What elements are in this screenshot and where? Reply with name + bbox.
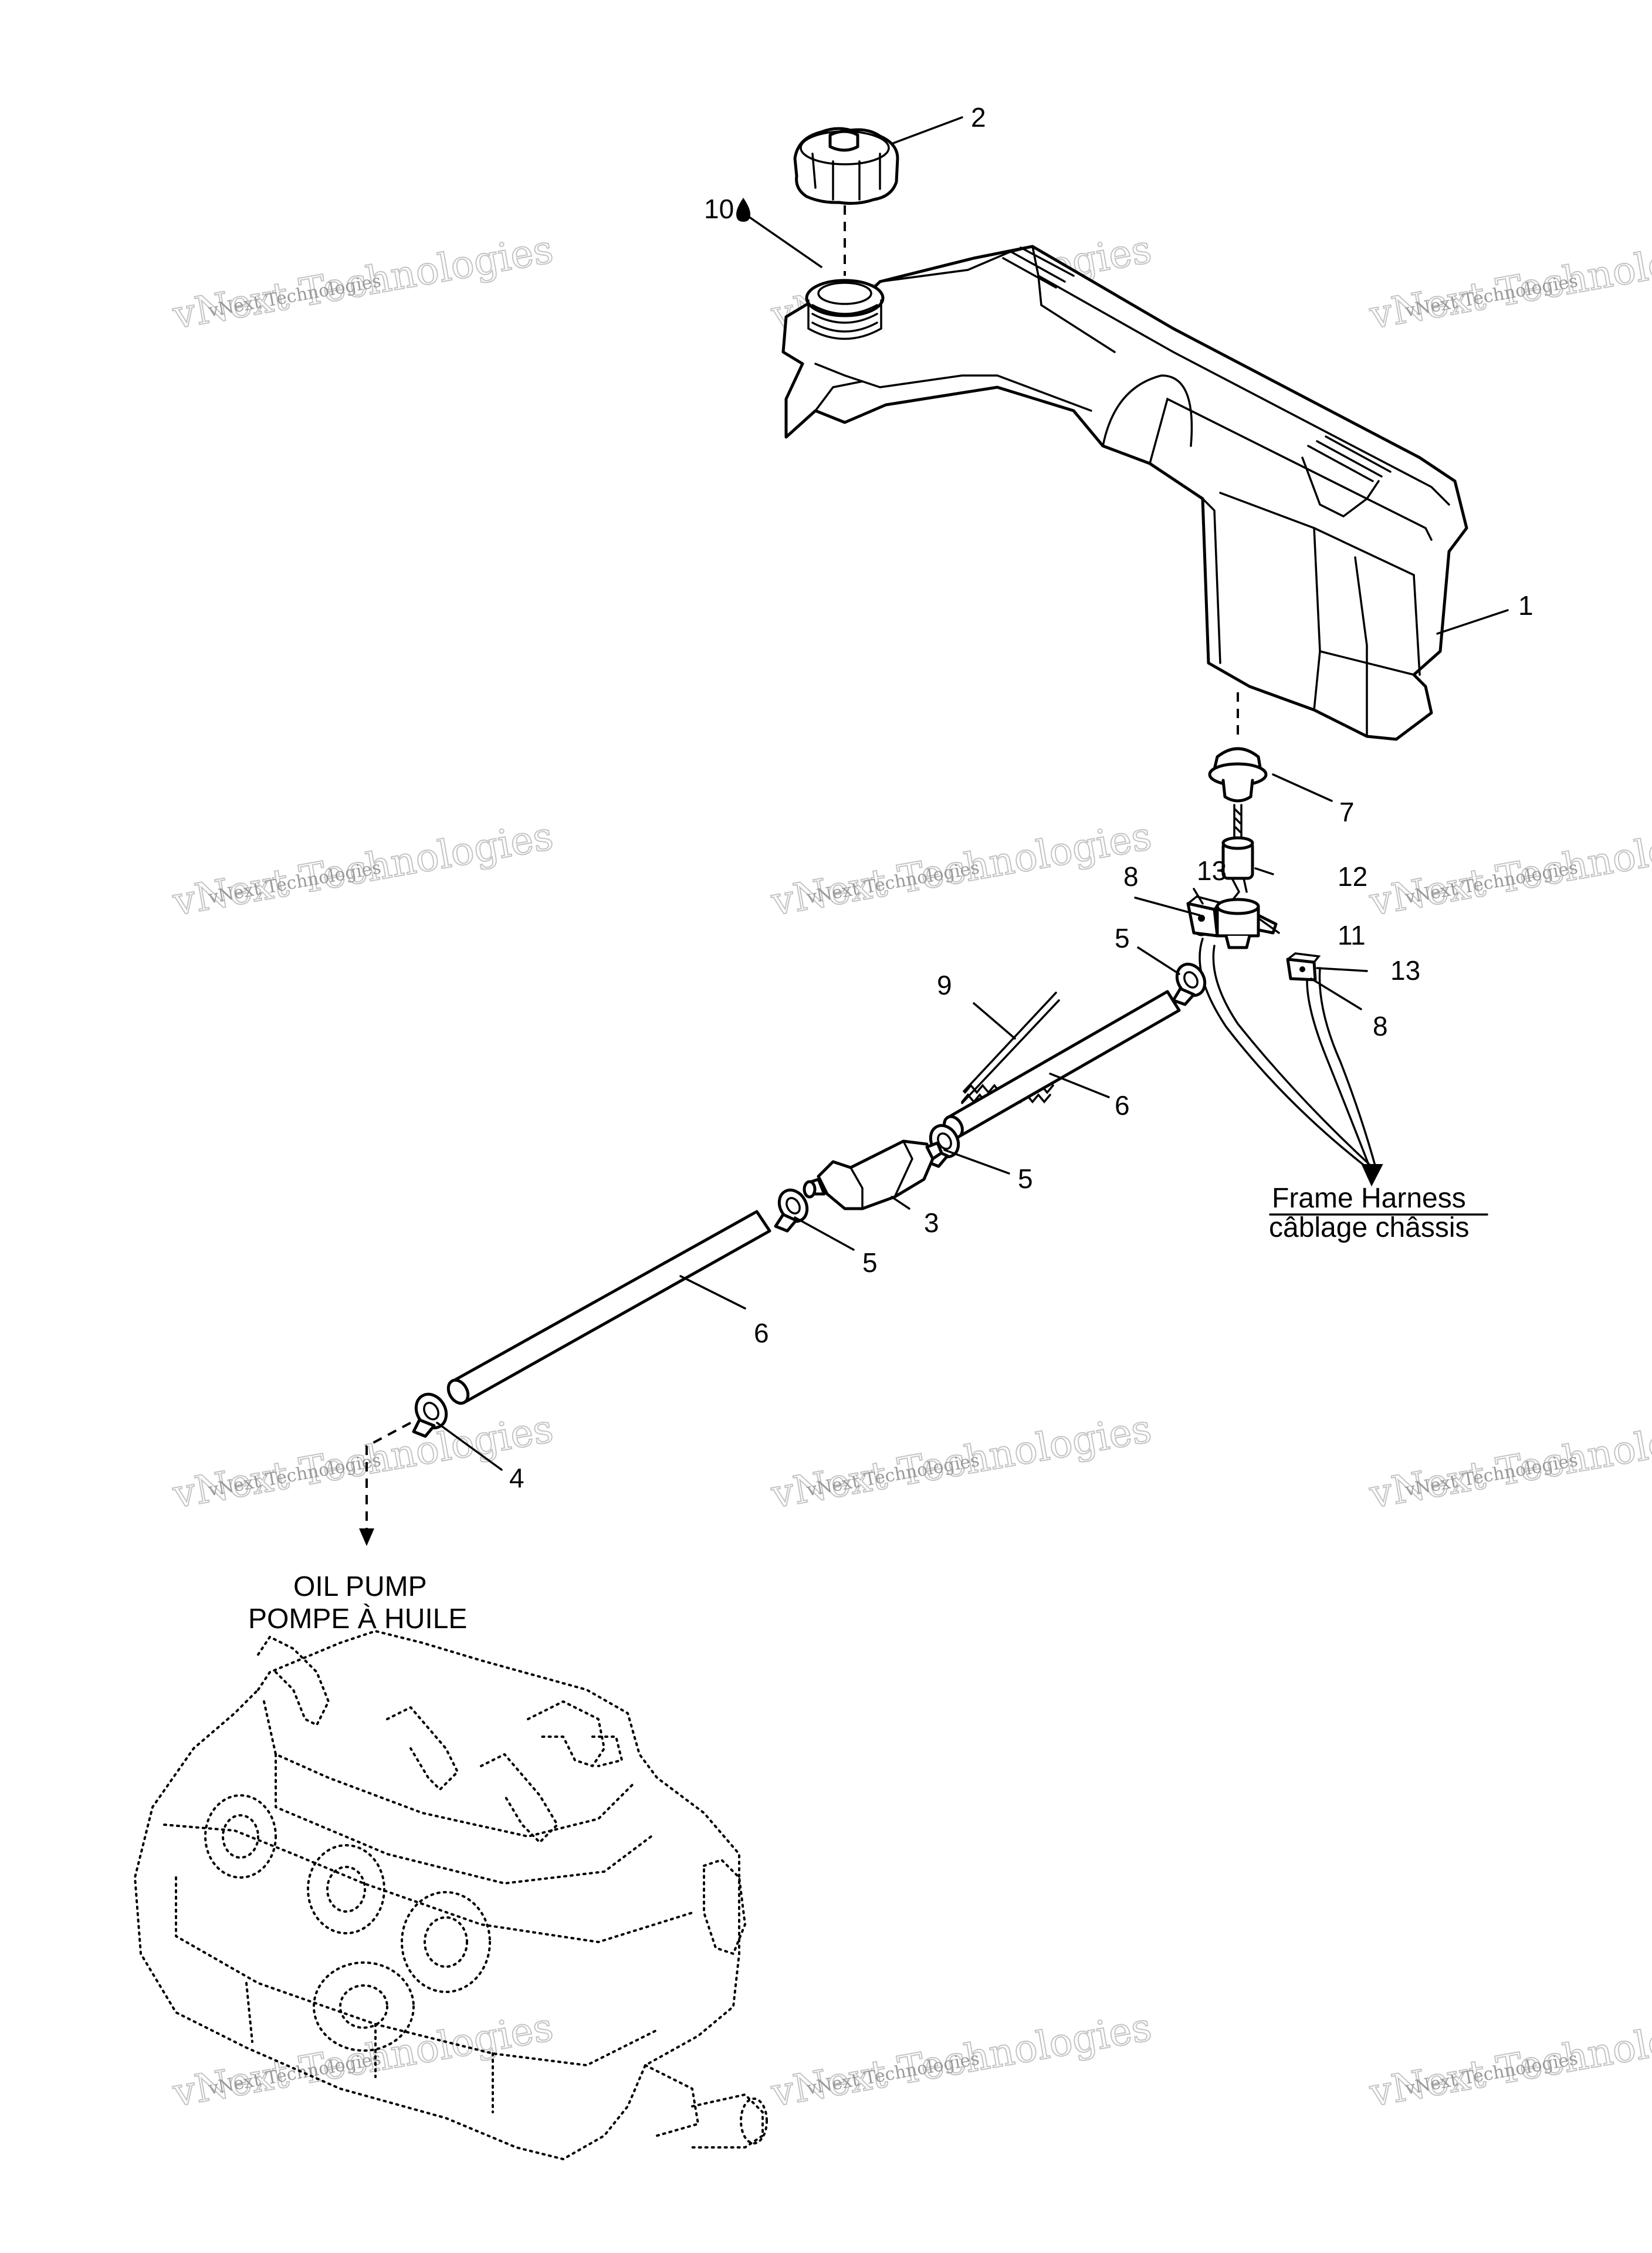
hose-long <box>446 1210 771 1405</box>
oil-drop-icon <box>736 198 750 222</box>
callout-1: 1 <box>1518 590 1533 621</box>
callout-6-short: 6 <box>1115 1090 1130 1121</box>
clamp-pump <box>359 1392 448 1546</box>
callout-5-lower: 5 <box>862 1247 878 1278</box>
watermark: vNext Technologies vNext Technologies <box>1365 226 1652 339</box>
callout-2: 2 <box>971 102 986 133</box>
callout-9: 9 <box>937 970 952 1000</box>
oil-pump-label-fr: POMPE À HUILE <box>248 1604 467 1635</box>
clamp-upper-right <box>1172 962 1207 1006</box>
grommet <box>1208 692 1268 840</box>
watermark: vNext Technologies vNext Technologies <box>1365 813 1652 925</box>
callout-8-right: 8 <box>1373 1011 1388 1041</box>
watermark: vNext Technologies vNext Technologies <box>168 1405 557 1518</box>
callout-6-long: 6 <box>754 1318 769 1348</box>
engine-outline <box>134 1630 768 2160</box>
callout-13-left: 13 <box>1197 855 1227 886</box>
oil-tank <box>781 245 1468 741</box>
watermark: vNext Technologies vNext Technologies <box>767 2004 1155 2116</box>
callout-5-middle: 5 <box>1018 1163 1033 1194</box>
callout-12: 12 <box>1338 861 1367 892</box>
watermark: vNext Technologies vNext Technologies <box>767 1405 1155 1518</box>
callout-13-right: 13 <box>1390 955 1420 986</box>
callout-labels: 2 10 1 7 12 11 13 8 13 8 5 9 6 5 3 5 6 4 <box>509 102 1533 1493</box>
callout-8-left: 8 <box>1123 861 1139 892</box>
callout-11: 11 <box>1338 920 1366 950</box>
watermark: vNext Technologies vNext Technologies <box>1365 1405 1652 1518</box>
hose-short <box>943 990 1181 1139</box>
connector-right <box>1286 952 1321 982</box>
watermark: vNext Technologies vNext Technologies <box>1365 2004 1652 2116</box>
oil-filter <box>803 1139 943 1210</box>
watermark: vNext Technologies vNext Technologies <box>168 226 557 339</box>
callout-7: 7 <box>1339 797 1355 827</box>
watermark: vNext Technologies vNext Technologies <box>168 813 557 925</box>
callout-10: 10 <box>704 194 734 224</box>
oil-pump-label: OIL PUMP <box>293 1571 427 1602</box>
connector-left <box>1186 895 1221 938</box>
callout-3: 3 <box>924 1207 939 1238</box>
sensor-wires <box>1199 938 1383 1187</box>
frame-harness-label: Frame Harness <box>1272 1183 1466 1214</box>
watermark: vNext Technologies vNext Technologies <box>767 813 1155 925</box>
callout-4: 4 <box>509 1463 524 1493</box>
leader-lines <box>436 116 1509 1471</box>
callout-5-upper: 5 <box>1115 923 1130 953</box>
clamp-lower <box>774 1188 809 1233</box>
captions: Frame Harness câblage châssis OIL PUMP P… <box>248 1183 1488 1635</box>
frame-harness-label-fr: câblage châssis <box>1269 1212 1470 1243</box>
tank-cap <box>793 127 899 276</box>
